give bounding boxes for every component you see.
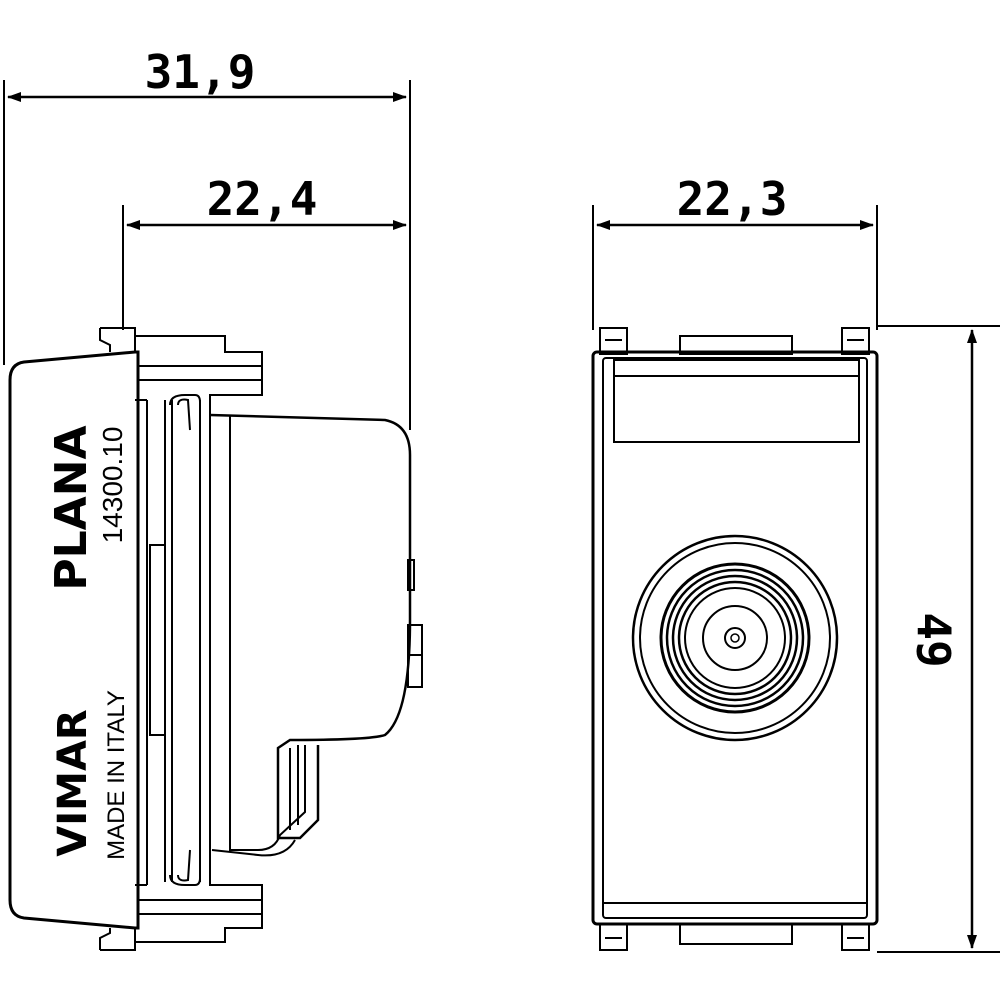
side-view [8,327,423,951]
dimension-front-width-label: 22,3 [677,172,788,226]
front-bottom-tab [679,923,793,945]
side-brand-text: VIMAR [50,709,96,856]
dimension-body-depth-label: 22,4 [207,172,318,226]
side-top-clip [99,327,263,370]
dimension-front-width: 22,3 [592,172,878,330]
side-origin-text: MADE IN ITALY [103,690,130,860]
side-front-cover [8,350,140,930]
front-top-tab [679,335,793,355]
dimension-height-label: 49 [907,612,961,667]
front-top-lug-right [841,327,870,355]
side-rear-body [209,413,412,840]
front-top-lug-left [599,327,628,355]
dimension-overall-depth-label: 31,9 [145,45,256,99]
dimension-height: 49 [877,325,1000,953]
front-view [591,327,879,951]
dimension-body-depth: 22,4 [122,172,407,330]
front-label-window [613,359,860,443]
side-model-line-text: PLANA [46,425,97,590]
coaxial-socket [631,534,839,742]
dimension-overall-depth: 31,9 [3,45,411,430]
side-bottom-clip [99,910,263,951]
front-plate [591,350,879,926]
side-article-code-text: 14300.10 [97,427,128,544]
